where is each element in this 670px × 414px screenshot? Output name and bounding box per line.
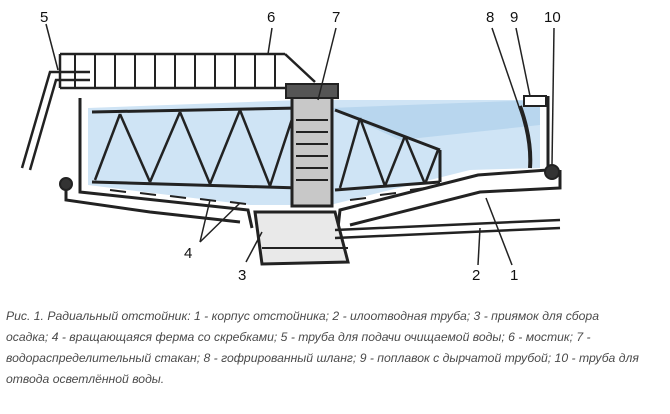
label-7: 7 [332,9,340,26]
outlet-pipe [544,164,560,180]
label-5: 5 [40,9,48,26]
water-surface-shade [330,100,540,140]
radial-settler-diagram: 1 2 3 4 5 6 7 8 9 10 [20,9,562,284]
bridge [58,52,316,90]
distribution-cylinder [290,84,334,208]
label-4: 4 [184,245,192,262]
inlet-outlet-left [59,177,73,191]
float [523,95,547,107]
inlet-pipe [20,70,90,171]
sludge-pipe [334,218,561,240]
label-3: 3 [238,267,246,284]
corrugated-hose [518,105,533,169]
label-10: 10 [544,9,561,26]
label-6: 6 [267,9,275,26]
cylinder-cap [285,83,339,99]
bridge-railing-posts [74,54,276,88]
label-2: 2 [472,267,480,284]
sludge-pit [253,210,350,266]
cylinder-ribs [296,119,328,181]
leader-lines [45,23,555,266]
label-1: 1 [510,267,518,284]
caption-line-4: отвода осветлённой воды. [6,372,165,386]
caption-line-1: Рис. 1. Радиальный отстойник: 1 - корпус… [6,309,599,323]
truss-diagonals [93,109,440,189]
label-8: 8 [486,9,494,26]
figure-caption: Рис. 1. Радиальный отстойник: 1 - корпус… [6,306,664,390]
label-9: 9 [510,9,518,26]
rotating-truss [91,106,442,192]
caption-line-3: водораспределительный стакан; 8 - гофрир… [6,351,639,365]
scrapers [109,187,427,205]
caption-line-2: осадка; 4 - вращающаяся ферма со скребка… [6,330,591,344]
